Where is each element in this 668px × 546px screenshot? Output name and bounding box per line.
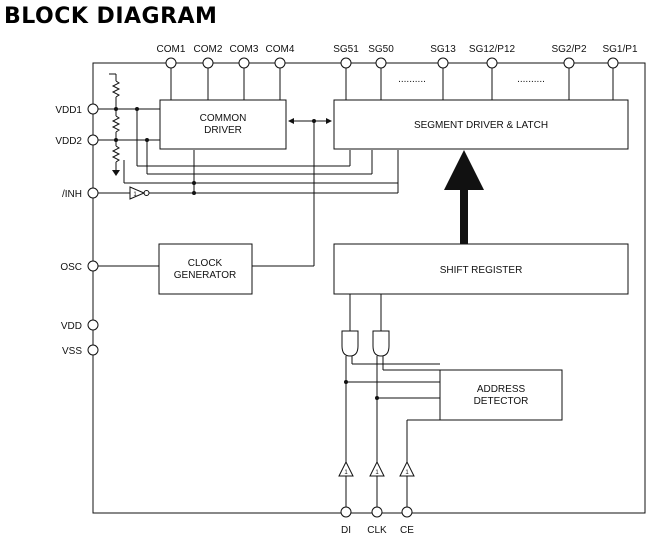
clock-generator-label-1: CLOCK bbox=[188, 258, 223, 269]
svg-text:1: 1 bbox=[375, 470, 379, 476]
address-detector-label-1: ADDRESS bbox=[477, 384, 526, 395]
shift-to-latch-arrow bbox=[444, 150, 484, 244]
svg-text:1: 1 bbox=[344, 470, 348, 476]
common-driver-label-2: DRIVER bbox=[204, 125, 242, 136]
pin-sg1 bbox=[607, 57, 619, 69]
pin-sg2 bbox=[563, 57, 575, 69]
label-com1: COM1 bbox=[157, 44, 186, 55]
pin-ce bbox=[401, 506, 413, 518]
label-sg51: SG51 bbox=[333, 44, 359, 55]
pin-vss bbox=[87, 344, 99, 356]
ellipsis-right: .......... bbox=[517, 74, 545, 85]
common-driver-block bbox=[159, 99, 287, 150]
label-di: DI bbox=[341, 525, 351, 536]
pin-vdd bbox=[87, 319, 99, 331]
address-detector-label-2: DETECTOR bbox=[474, 396, 529, 407]
shift-register-label: SHIFT REGISTER bbox=[440, 265, 523, 276]
segment-driver-block bbox=[333, 99, 629, 150]
svg-text:1: 1 bbox=[405, 470, 409, 476]
pin-inh bbox=[87, 187, 99, 199]
pin-sg51 bbox=[340, 57, 352, 69]
label-vdd2: VDD2 bbox=[55, 136, 82, 147]
pin-osc bbox=[87, 260, 99, 272]
label-sg13: SG13 bbox=[430, 44, 456, 55]
pin-com1 bbox=[165, 57, 177, 69]
shift-register-block bbox=[333, 243, 629, 295]
label-inh: /INH bbox=[62, 189, 82, 200]
svg-text:1: 1 bbox=[133, 192, 137, 198]
address-detector-block bbox=[439, 369, 563, 421]
label-sg1: SG1/P1 bbox=[602, 44, 637, 55]
pin-sg13 bbox=[437, 57, 449, 69]
label-osc: OSC bbox=[60, 262, 82, 273]
label-vdd: VDD bbox=[61, 321, 82, 332]
pin-clk bbox=[371, 506, 383, 518]
label-com3: COM3 bbox=[230, 44, 259, 55]
ellipsis-left: .......... bbox=[398, 74, 426, 85]
segment-driver-label: SEGMENT DRIVER & LATCH bbox=[414, 120, 548, 131]
pin-vdd1 bbox=[87, 103, 99, 115]
label-clk: CLK bbox=[367, 525, 387, 536]
pin-di bbox=[340, 506, 352, 518]
label-ce: CE bbox=[400, 525, 414, 536]
label-com2: COM2 bbox=[194, 44, 223, 55]
label-sg50: SG50 bbox=[368, 44, 394, 55]
pin-vdd2 bbox=[87, 134, 99, 146]
label-sg12: SG12/P12 bbox=[469, 44, 516, 55]
pin-sg12 bbox=[486, 57, 498, 69]
common-driver-label-1: COMMON bbox=[200, 113, 247, 124]
label-com4: COM4 bbox=[266, 44, 295, 55]
clock-generator-label-2: GENERATOR bbox=[174, 270, 236, 281]
clock-generator-block bbox=[158, 243, 253, 295]
label-vdd1: VDD1 bbox=[55, 105, 82, 116]
chip-outline bbox=[92, 62, 646, 514]
pin-sg50 bbox=[375, 57, 387, 69]
diagram-title: BLOCK DIAGRAM bbox=[4, 4, 218, 29]
label-sg2: SG2/P2 bbox=[551, 44, 586, 55]
pin-com3 bbox=[238, 57, 250, 69]
label-vss: VSS bbox=[62, 346, 82, 357]
pin-com4 bbox=[274, 57, 286, 69]
pin-com2 bbox=[202, 57, 214, 69]
